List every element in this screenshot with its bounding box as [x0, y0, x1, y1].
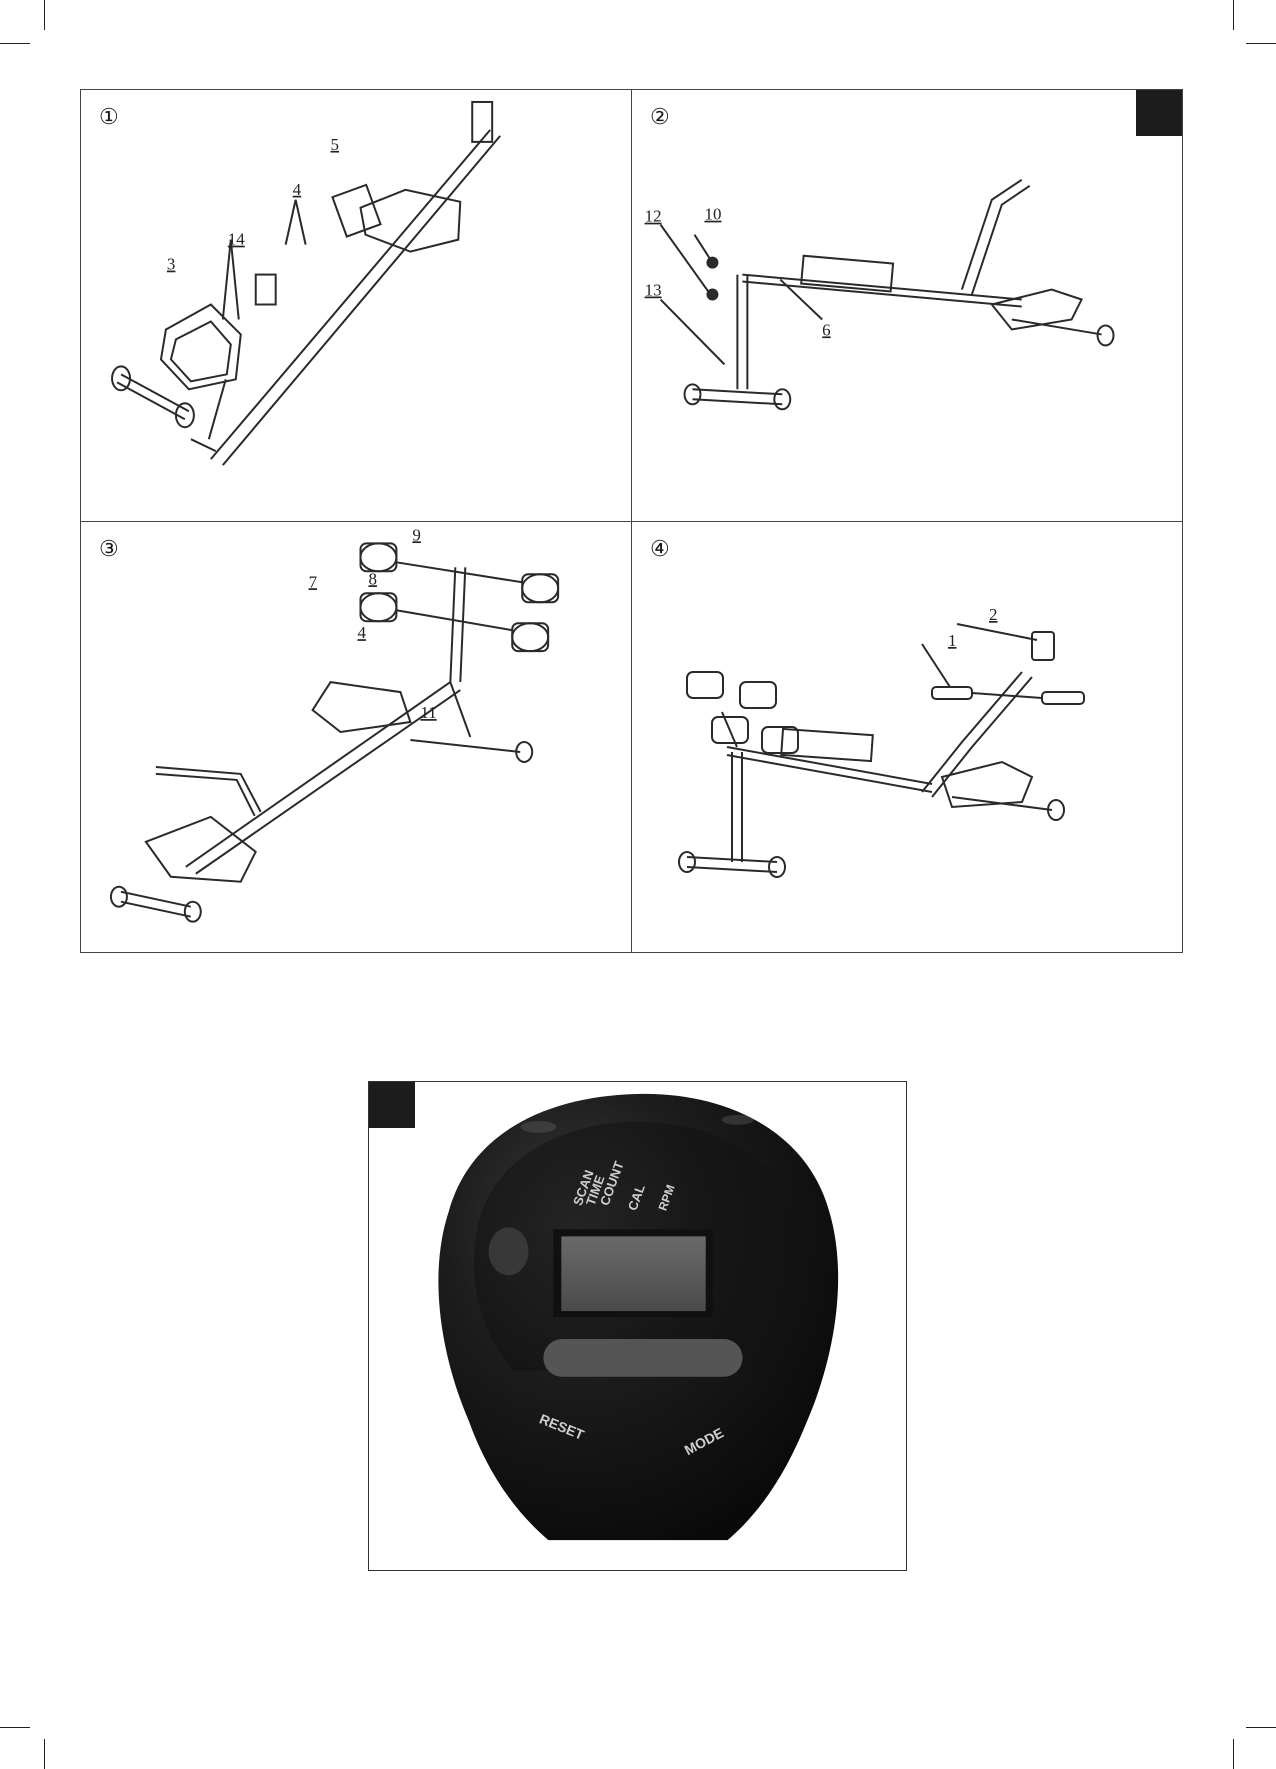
crop-mark — [1246, 1727, 1276, 1728]
crop-mark — [1233, 1739, 1234, 1769]
assembly-step-1: ① — [81, 90, 632, 522]
part-label-6: 6 — [822, 320, 830, 339]
console-photo: SCAN TIME COUNT CAL RPM RESET MODE — [368, 1081, 907, 1571]
console-display: SCAN TIME COUNT CAL RPM RESET MODE — [369, 1082, 906, 1570]
part-label-14: 14 — [228, 230, 245, 249]
part-label-9: 9 — [412, 525, 420, 544]
part-label-12: 12 — [645, 207, 662, 226]
crop-mark — [1233, 0, 1234, 30]
assembly-steps-grid: ① — [80, 89, 1183, 953]
part-label-13: 13 — [645, 281, 662, 300]
rower-frame-drawing: 2 1 — [632, 522, 1182, 952]
crop-mark — [44, 1739, 45, 1769]
assembly-step-4: ④ — [632, 522, 1182, 952]
part-label-11: 11 — [420, 703, 436, 722]
assembly-step-3: ③ — [81, 522, 632, 952]
assembly-step-2: ② — [632, 90, 1182, 522]
part-label-7: 7 — [309, 572, 317, 591]
part-label-8: 8 — [368, 569, 376, 588]
rower-frame-drawing: 9 7 8 4 11 — [81, 522, 631, 952]
part-label-4: 4 — [357, 623, 366, 642]
crop-mark — [0, 1727, 30, 1728]
rower-frame-drawing: 10 12 13 6 — [632, 90, 1182, 521]
part-label-2: 2 — [989, 605, 998, 624]
part-label-5: 5 — [331, 135, 339, 154]
crop-mark — [1246, 43, 1276, 44]
part-label-3: 3 — [167, 255, 175, 274]
marker-box — [369, 1082, 415, 1128]
rower-frame-drawing: 5 4 14 3 — [81, 90, 631, 521]
part-label-10: 10 — [704, 205, 721, 224]
part-label-1: 1 — [948, 631, 957, 650]
crop-mark — [44, 0, 45, 30]
crop-mark — [0, 43, 30, 44]
part-label-4: 4 — [293, 180, 302, 199]
